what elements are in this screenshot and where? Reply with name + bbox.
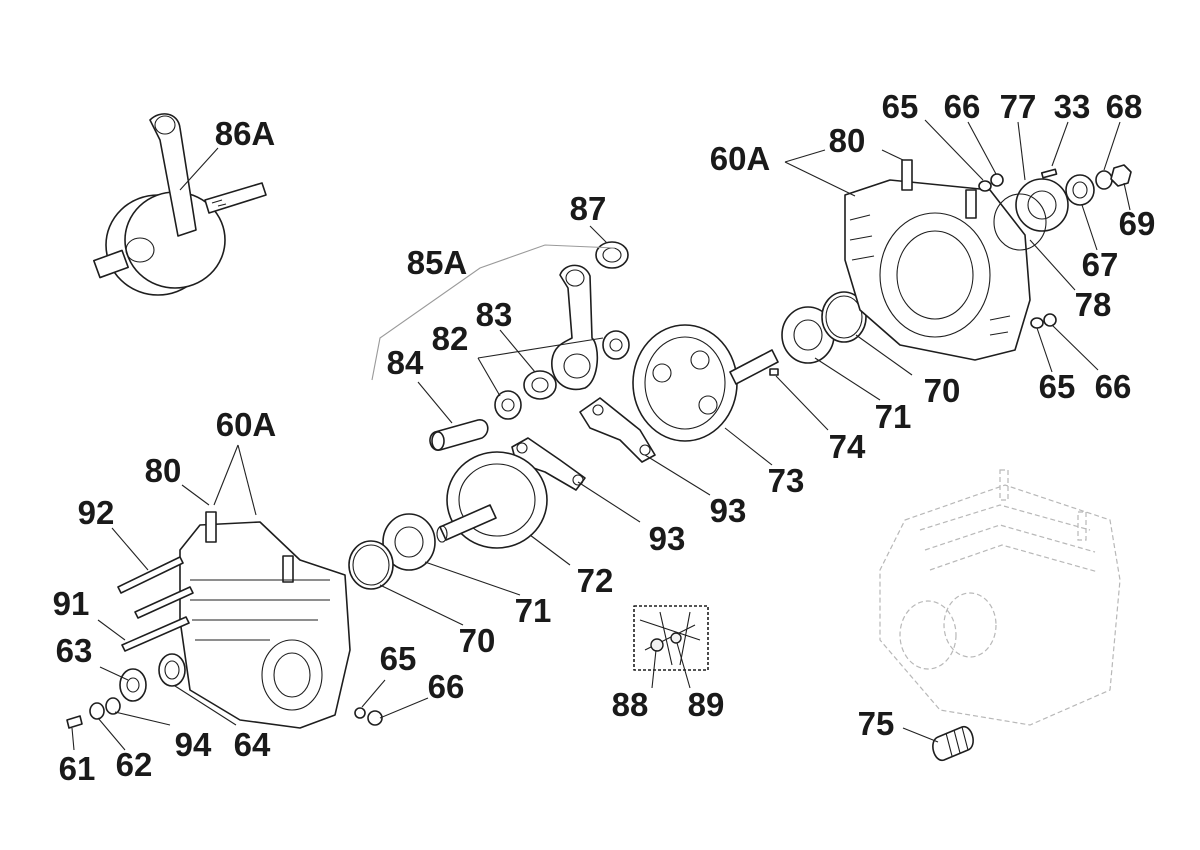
washer-94 xyxy=(105,697,121,715)
label-68: 68 xyxy=(1106,88,1143,125)
label-93-a: 93 xyxy=(710,492,747,529)
label-73: 73 xyxy=(768,462,805,499)
label-77: 77 xyxy=(1000,88,1037,125)
crankshaft-assembly xyxy=(93,113,267,296)
label-88: 88 xyxy=(612,686,649,723)
label-86A: 86A xyxy=(215,115,276,152)
label-78: 78 xyxy=(1075,286,1112,323)
label-69: 69 xyxy=(1119,205,1156,242)
label-87: 87 xyxy=(570,190,607,227)
key-74 xyxy=(769,368,779,376)
connecting-rod xyxy=(551,264,599,391)
spring-cap-75 xyxy=(932,726,974,761)
label-89: 89 xyxy=(688,686,725,723)
label-93-b: 93 xyxy=(649,520,686,557)
label-80-left: 80 xyxy=(145,452,182,489)
label-74: 74 xyxy=(829,428,866,465)
seal-ring-70-mid xyxy=(348,540,394,590)
crankcase-half-left xyxy=(179,511,351,729)
nut-69 xyxy=(1110,164,1132,187)
label-70-right: 70 xyxy=(924,372,961,409)
gasket-78 xyxy=(993,193,1047,251)
seal-ring-70-right xyxy=(821,291,867,343)
ring-64 xyxy=(158,653,186,687)
plug-65-66-mid xyxy=(354,707,383,726)
label-64: 64 xyxy=(234,726,271,763)
part-labels: 86A 85A 87 83 82 84 60A 80 65 66 77 33 6… xyxy=(53,88,1156,787)
balancer-bracket-93a xyxy=(579,397,656,463)
label-71-mid: 71 xyxy=(515,592,552,629)
label-61: 61 xyxy=(59,750,96,787)
screw-92 xyxy=(117,556,184,594)
label-65-right: 65 xyxy=(1039,368,1076,405)
flywheel-half-72 xyxy=(436,451,548,549)
thrust-washer-82b xyxy=(602,330,630,360)
screw-91a xyxy=(134,586,194,619)
label-92: 92 xyxy=(78,494,115,531)
label-72: 72 xyxy=(577,562,614,599)
bolt-61 xyxy=(66,715,83,729)
gear-63 xyxy=(119,668,147,702)
leader-lines xyxy=(71,119,1131,751)
main-bearing-71-mid xyxy=(382,513,436,571)
washer-62 xyxy=(89,702,105,720)
label-70-mid: 70 xyxy=(459,622,496,659)
label-65-top: 65 xyxy=(882,88,919,125)
crankcase-half-right xyxy=(844,159,1031,361)
label-80-top: 80 xyxy=(829,122,866,159)
label-63: 63 xyxy=(56,632,93,669)
label-71-right: 71 xyxy=(875,398,912,435)
label-84: 84 xyxy=(387,344,424,381)
label-75: 75 xyxy=(858,705,895,742)
bearing-cover-77 xyxy=(1015,178,1069,232)
label-60A-left: 60A xyxy=(216,406,277,443)
needle-bearing-87 xyxy=(595,241,629,269)
label-85A: 85A xyxy=(407,244,468,281)
label-82: 82 xyxy=(432,320,469,357)
label-62: 62 xyxy=(116,746,153,783)
label-66-mid: 66 xyxy=(428,668,465,705)
label-60A-top: 60A xyxy=(710,140,771,177)
label-91: 91 xyxy=(53,585,90,622)
plug-65-66-right xyxy=(1030,313,1057,329)
oil-seal-67 xyxy=(1065,174,1095,206)
label-66-right: 66 xyxy=(1095,368,1132,405)
label-65-mid: 65 xyxy=(380,640,417,677)
label-66-top: 66 xyxy=(944,88,981,125)
detail-inset-88-89 xyxy=(633,605,709,671)
flywheel-half-73 xyxy=(632,324,779,442)
washer-68 xyxy=(1095,170,1113,190)
plug-65-66-top xyxy=(978,173,1004,192)
label-33: 33 xyxy=(1054,88,1091,125)
thrust-washer-82a xyxy=(494,390,522,420)
screw-91b xyxy=(121,616,190,652)
needle-bearing-83 xyxy=(523,370,557,400)
engine-ghost-outline xyxy=(879,469,1121,726)
crank-pin-84 xyxy=(429,419,489,451)
label-67: 67 xyxy=(1082,246,1119,283)
screw-33 xyxy=(1040,168,1058,179)
label-94: 94 xyxy=(175,726,212,763)
label-83: 83 xyxy=(476,296,513,333)
